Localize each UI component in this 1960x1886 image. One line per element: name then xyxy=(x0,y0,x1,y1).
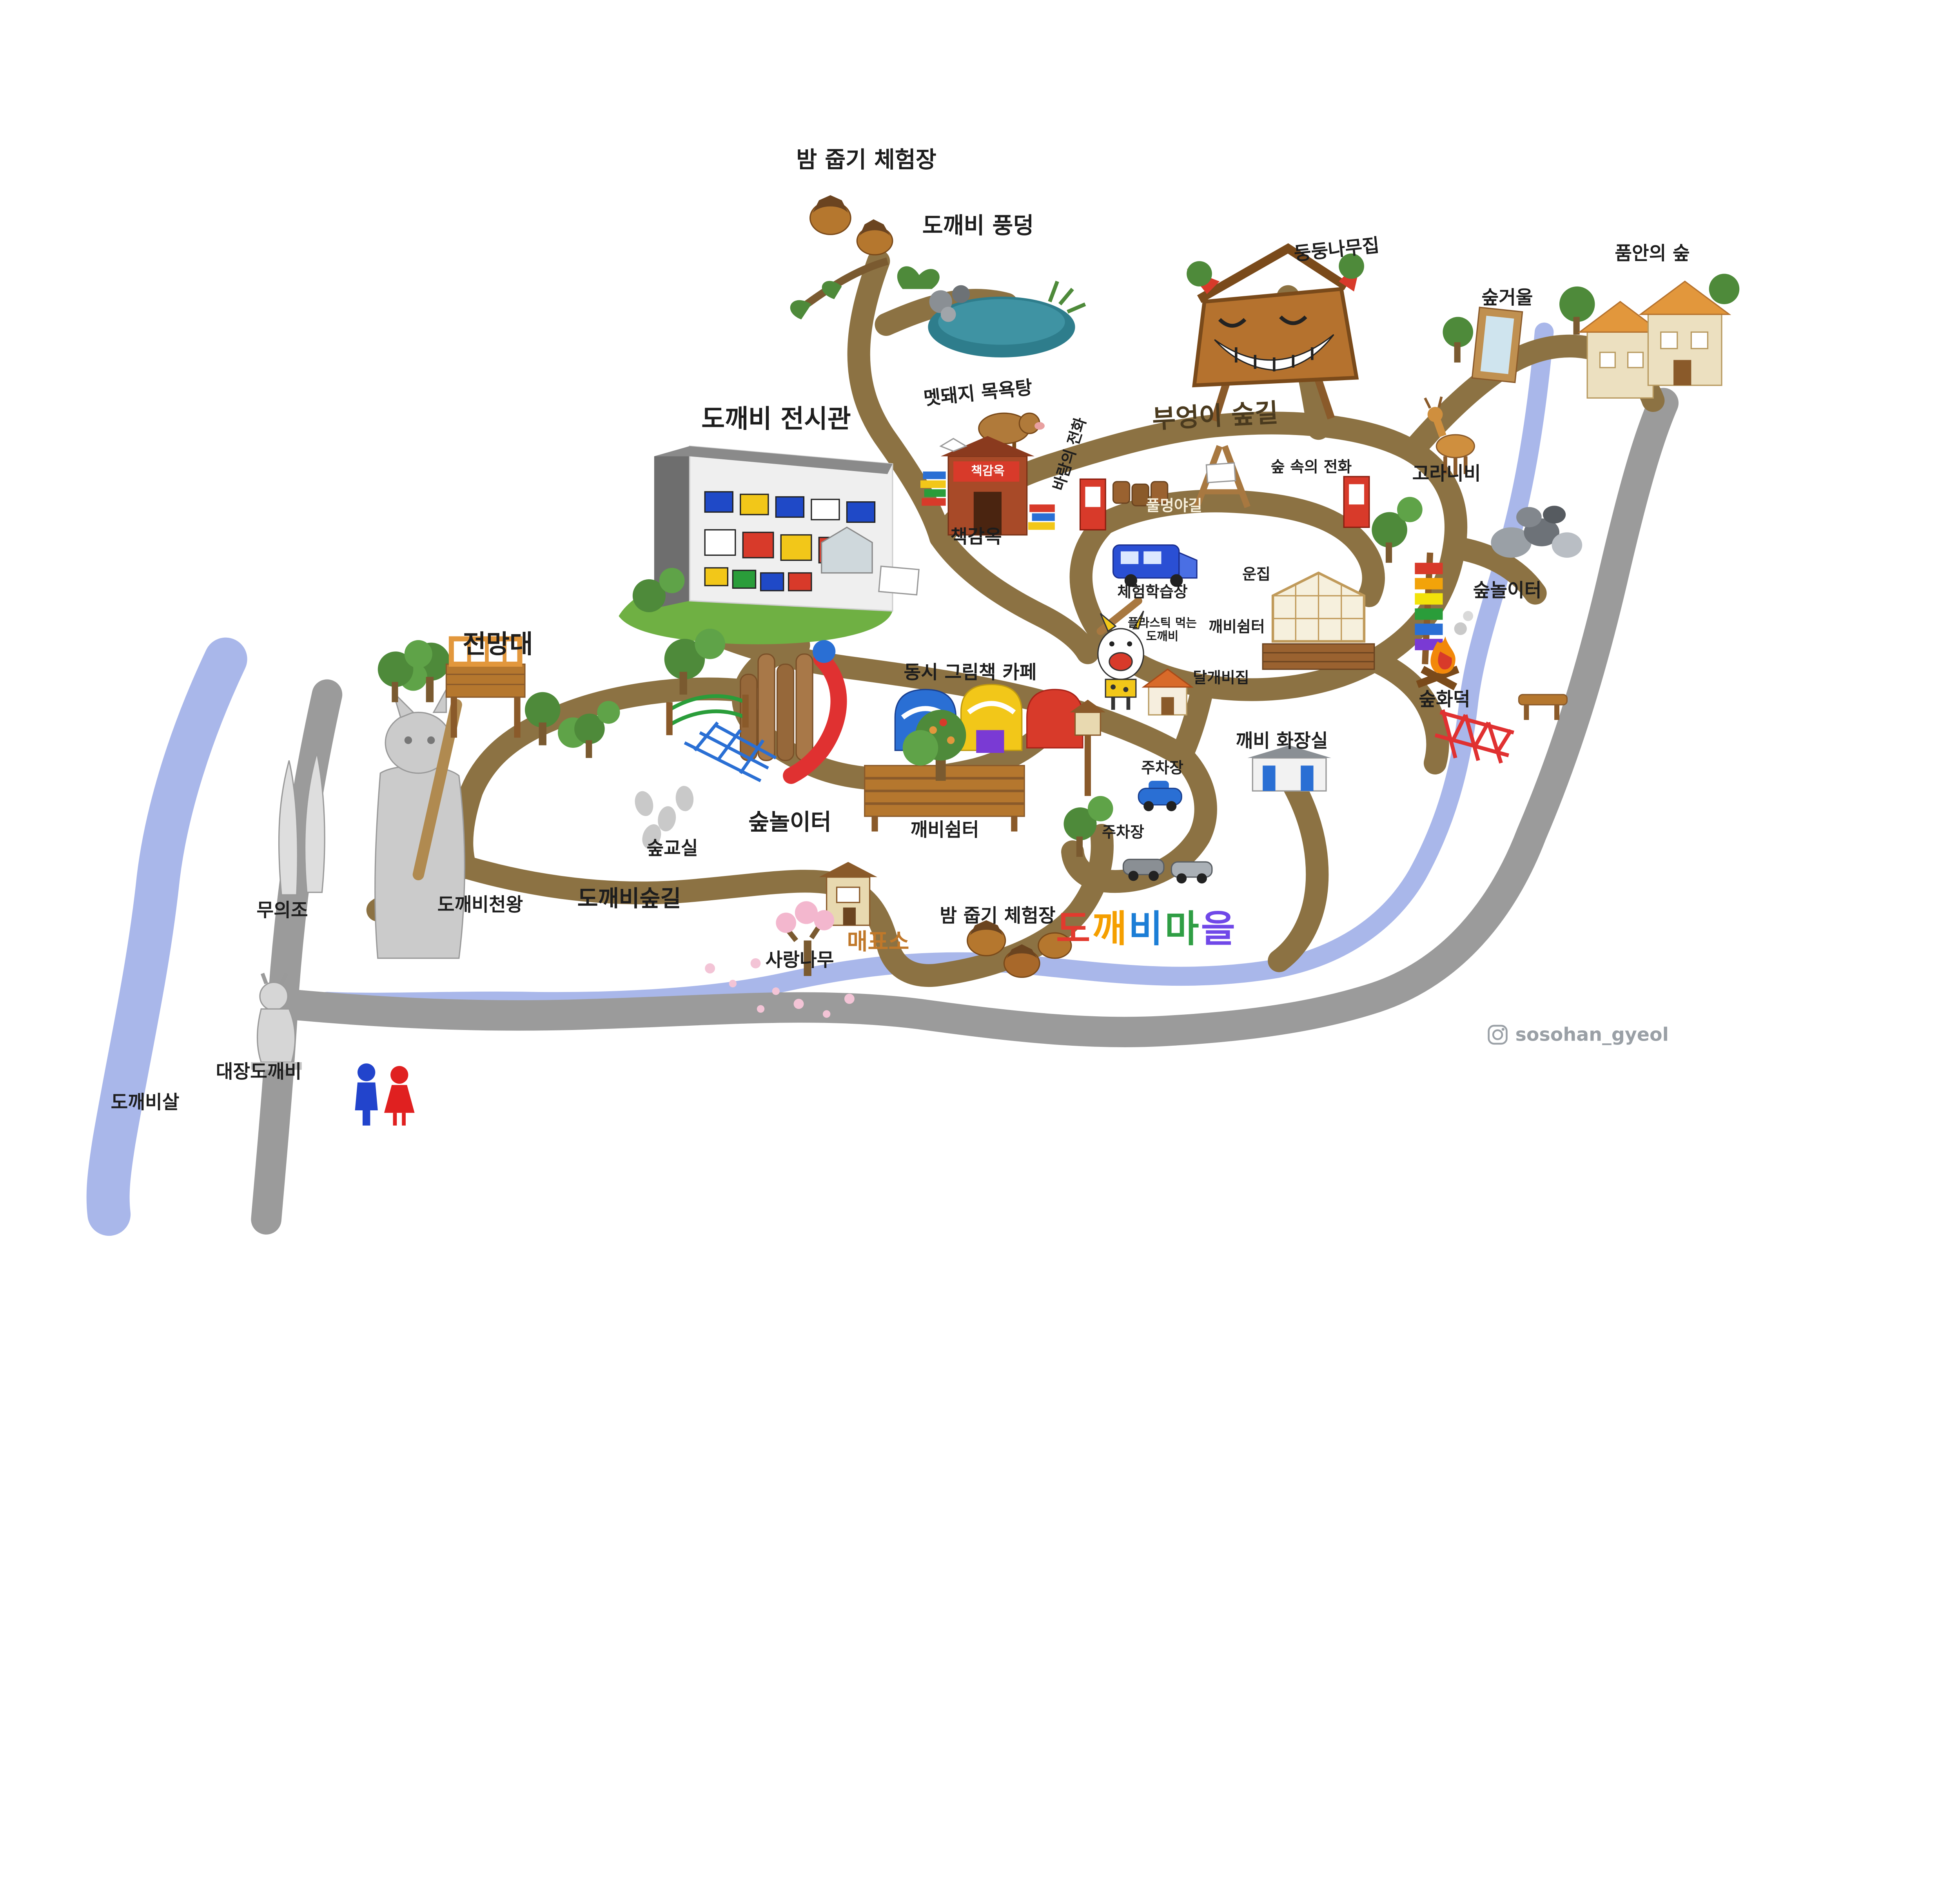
goblin-statue-illustration xyxy=(374,687,465,959)
forest-classroom-illustration xyxy=(635,786,694,849)
forest-phone-illustration xyxy=(1343,476,1370,528)
ticket-booth-illustration xyxy=(819,862,878,926)
label-parking-upper: 주차장 xyxy=(1141,759,1183,777)
label-plastic-eating-goblin: 플라스틱 먹는 도깨비 xyxy=(1127,616,1197,644)
barrels-illustration xyxy=(1112,481,1169,506)
label-goblin-shelter-center: 깨비쉼터 xyxy=(910,819,979,841)
title-char-3: 비 xyxy=(1128,907,1165,951)
brown-trails xyxy=(366,250,1665,987)
label-chestnut-picking-bottom: 밤 줍기 체험장 xyxy=(940,905,1056,927)
title-char-4: 마 xyxy=(1165,907,1201,951)
label-goblin-weir: 도깨비살 xyxy=(111,1092,180,1114)
forest-houses-illustration xyxy=(1559,274,1740,399)
instagram-icon xyxy=(1488,1025,1508,1045)
village-title: 도깨비마을 xyxy=(1056,899,1237,952)
red-bridge-illustration xyxy=(1434,709,1514,764)
label-exhibition-hall: 도깨비 전시관 xyxy=(701,404,851,434)
petals-illustration xyxy=(705,958,855,1018)
book-stack-left xyxy=(920,472,946,506)
chief-goblin-illustration xyxy=(251,972,302,1070)
birdhouse-post-illustration xyxy=(1070,700,1106,796)
picnic-table-illustration xyxy=(1518,694,1568,720)
plastic-eating-goblin-illustration xyxy=(1096,597,1144,710)
label-dalgaebi-house: 달개비집 xyxy=(1193,669,1249,687)
book-stack-right xyxy=(1028,504,1055,530)
label-fire-pit: 숲화덕 xyxy=(1419,689,1470,711)
fire-pit-illustration xyxy=(1416,611,1474,691)
rock-pile-illustration xyxy=(1491,506,1583,558)
river-left xyxy=(86,637,247,1236)
label-goblin-restroom: 깨비 화장실 xyxy=(1236,730,1328,752)
label-forest-playground-right: 숲놀이터 xyxy=(1473,580,1542,602)
label-experience-center: 체험학습장 xyxy=(1117,583,1188,601)
playground-illustration xyxy=(664,629,847,784)
wooden-easel-illustration xyxy=(1194,445,1250,508)
rest-deck-illustration xyxy=(864,710,1025,832)
label-chestnut-picking-top: 밤 줍기 체험장 xyxy=(796,146,936,173)
exhibition-hall-illustration xyxy=(654,445,920,612)
chestnut-branch-illustration xyxy=(790,195,893,319)
goblin-village-map: 밤 줍기 체험장 도깨비 풍덩 둥둥나무집 품안의 숲 숲거울 멧돼지 목욕탕 … xyxy=(86,146,1740,1236)
dalgaebi-house-illustration xyxy=(1142,668,1194,716)
label-ticket-booth: 매표소 xyxy=(847,928,909,955)
label-parking-lower: 주차장 xyxy=(1102,823,1144,841)
deer-illustration xyxy=(1424,396,1475,475)
label-goblin-king: 도깨비천왕 xyxy=(437,894,523,916)
label-forest-mirror: 숲거울 xyxy=(1481,287,1533,309)
label-goblin-forest-path: 도깨비숲길 xyxy=(577,885,681,912)
restroom-figures-illustration xyxy=(355,1063,415,1126)
label-love-tree: 사랑나무 xyxy=(765,949,834,971)
forest-mirror-illustration xyxy=(1443,306,1523,383)
credit-text: sosohan_gyeol xyxy=(1515,1024,1669,1046)
label-bookcafe: 동시 그림책 카페 xyxy=(904,662,1037,684)
chestnuts-illustration xyxy=(967,920,1072,978)
parking-cars-illustration xyxy=(1122,781,1213,884)
book-prison-illustration xyxy=(920,436,1055,536)
label-goblin-splash: 도깨비 풍덩 xyxy=(922,212,1034,239)
title-char-1: 도 xyxy=(1056,907,1093,951)
label-book-prison: 책감옥 xyxy=(950,526,1002,548)
scattered-trees-illustration xyxy=(377,497,1423,857)
treehouse-illustration xyxy=(1187,243,1364,422)
wind-phone-illustration xyxy=(1079,478,1106,531)
label-unjip: 운집 xyxy=(1242,566,1270,584)
label-deer: 고라니비 xyxy=(1412,463,1481,485)
label-forest-in-arms: 품안의 숲 xyxy=(1615,243,1690,265)
label-book-prison-sign: 책감옥 xyxy=(971,464,1005,479)
label-forest-classroom: 숲교실 xyxy=(646,838,698,860)
label-forest-phone: 숲 속의 전화 xyxy=(1270,458,1352,476)
label-goblin-shelter-right: 깨비쉼터 xyxy=(1209,618,1265,636)
pond-illustration xyxy=(897,266,1086,357)
label-chief-goblin: 대장도깨비 xyxy=(216,1061,302,1083)
title-char-2: 깨 xyxy=(1092,907,1129,951)
stone-pillars-illustration xyxy=(278,753,325,896)
greenhouse-illustration xyxy=(1262,571,1375,670)
map-artwork xyxy=(86,195,1740,1236)
experience-truck-illustration xyxy=(1112,544,1198,587)
label-forest-playground-center: 숲놀이터 xyxy=(748,809,831,835)
label-stone-pillars: 무의조 xyxy=(256,899,308,921)
observation-tower-illustration xyxy=(399,636,588,748)
love-tree-illustration xyxy=(776,901,835,976)
credit-handle: sosohan_gyeol xyxy=(1487,1024,1669,1045)
label-pulmeong-path: 풀멍야길 xyxy=(1146,497,1202,515)
title-char-5: 을 xyxy=(1201,907,1238,951)
label-observation-tower: 전망대 xyxy=(463,630,533,660)
restroom-building-illustration xyxy=(1247,745,1331,792)
